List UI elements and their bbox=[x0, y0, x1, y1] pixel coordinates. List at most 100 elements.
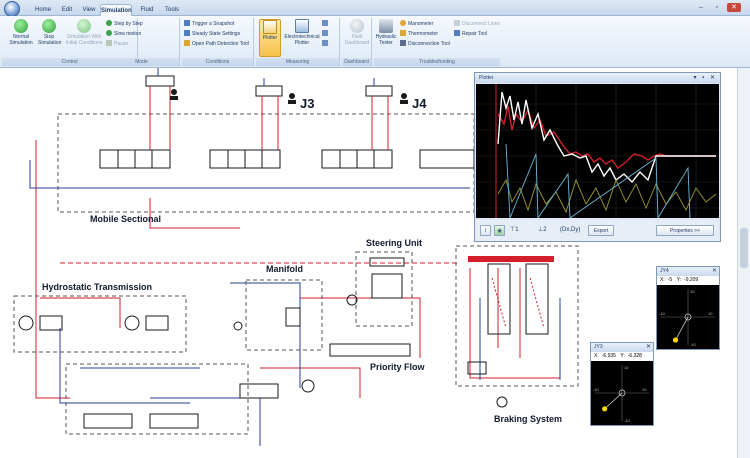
electrotechnical-plotter-button[interactable]: Electrotechnical Plotter bbox=[282, 19, 322, 46]
scrollbar-thumb[interactable] bbox=[740, 228, 748, 268]
repair-tool-button[interactable]: Repair Tool bbox=[454, 30, 487, 38]
dashboard-group: Fluid Dashboard Dashboard bbox=[342, 18, 372, 66]
joystick-jy3-window[interactable]: JY3 ✕ X:-6.935 Y:-6.328 10 -10 -10 10 bbox=[590, 342, 654, 426]
dashboard-group-label: Dashboard bbox=[342, 58, 371, 66]
mobile-sectional-outline bbox=[57, 113, 475, 213]
measuring-group-label: Measuring bbox=[256, 58, 339, 66]
trigger-snapshot-button[interactable]: Trigger a Snapshot bbox=[184, 20, 234, 28]
joystick-jy3-close-icon[interactable]: ✕ bbox=[645, 344, 651, 350]
disconnect-lines-icon bbox=[454, 20, 460, 26]
tab-view[interactable]: View bbox=[82, 7, 96, 13]
marker-1-icon[interactable]: ⊤1 bbox=[510, 227, 519, 233]
valve-section-4 bbox=[419, 149, 475, 169]
troubleshooting-group-label: Troubleshooting bbox=[374, 58, 500, 66]
plotter-window[interactable]: Plotter ▾ ▪ ✕ I ◉ ⊤1 ⊥2 (Dx,Dy) Export P… bbox=[474, 72, 721, 242]
jy3-stem bbox=[604, 392, 623, 410]
troubleshooting-group: Hydraulic Tester Manometer Thermometer D… bbox=[374, 18, 500, 66]
measuring-extra-3[interactable] bbox=[322, 40, 330, 48]
dashboard-icon bbox=[350, 19, 364, 33]
label-j4: J4 bbox=[412, 96, 427, 111]
jy3-tick-left: -10 bbox=[593, 387, 600, 392]
joystick-jy4-y-value: -9.209 bbox=[684, 277, 699, 283]
export-button[interactable]: Export bbox=[588, 225, 614, 236]
label-steering-unit: Steering Unit bbox=[366, 238, 423, 248]
play-icon bbox=[14, 19, 28, 33]
plotter-icon bbox=[263, 20, 277, 34]
slow-motion-button[interactable]: Slow motion bbox=[106, 30, 141, 38]
jy3-knob[interactable] bbox=[602, 406, 608, 412]
properties-button[interactable]: Properties >> bbox=[656, 225, 714, 236]
joystick-jy4-close-icon[interactable]: ✕ bbox=[711, 268, 717, 274]
path-detection-icon bbox=[184, 40, 190, 46]
vertical-scrollbar[interactable] bbox=[737, 68, 750, 458]
pause-icon bbox=[106, 40, 112, 46]
conditions-group-label: Conditions bbox=[182, 58, 253, 66]
hydraulic-tester-button[interactable]: Hydraulic Tester bbox=[375, 19, 397, 46]
initial-conditions-icon bbox=[77, 19, 91, 33]
joystick-jy3-y-value: -6.328 bbox=[627, 353, 642, 359]
probe-icon bbox=[322, 40, 328, 46]
maximize-icon[interactable]: ▫ bbox=[715, 4, 719, 11]
plotter-window-controls[interactable]: ▾ ▪ ✕ bbox=[693, 75, 717, 81]
manometer-button[interactable]: Manometer bbox=[400, 20, 433, 28]
steady-state-settings-button[interactable]: Steady State Settings bbox=[184, 30, 240, 38]
jy3-tick-top: 10 bbox=[624, 365, 629, 370]
jy4-stem bbox=[675, 316, 689, 341]
disconnection-icon bbox=[400, 40, 406, 46]
zoom-tool-icon[interactable]: ◉ bbox=[494, 225, 505, 236]
marker-2-icon[interactable]: ⊥2 bbox=[538, 227, 547, 233]
cursor-tool-icon[interactable]: I bbox=[480, 225, 491, 236]
stop-icon bbox=[42, 19, 56, 33]
joystick-jy3-x-value: -6.935 bbox=[601, 353, 616, 359]
snapshot-icon bbox=[184, 20, 190, 26]
plotter-title: Plotter bbox=[475, 73, 720, 83]
braking-system-outline bbox=[455, 245, 579, 387]
hydraulic-tester-icon bbox=[379, 19, 393, 33]
open-path-detection-button[interactable]: Open Path Detection Tool bbox=[184, 40, 249, 48]
gauge-icon bbox=[322, 20, 328, 26]
disconnection-tool-button[interactable]: Disconnection Tool bbox=[400, 40, 450, 48]
minimize-icon[interactable]: – bbox=[699, 4, 703, 11]
meter-icon bbox=[322, 30, 328, 36]
ribbon: Normal Simulation Stop Simulation Simula… bbox=[0, 16, 750, 68]
jy4-knob[interactable] bbox=[672, 337, 679, 343]
tab-edit[interactable]: Edit bbox=[61, 7, 73, 13]
label-braking-system: Braking System bbox=[494, 414, 563, 424]
joystick-jy3-title: JY3 bbox=[591, 343, 653, 352]
simulation-initial-conditions-button[interactable]: Simulation With Initial Conditions bbox=[64, 19, 104, 46]
steady-state-icon bbox=[184, 30, 190, 36]
pause-button[interactable]: Pause bbox=[106, 40, 128, 48]
tab-fluid[interactable]: Fluid bbox=[140, 7, 154, 13]
plotter-button[interactable]: Plotter bbox=[259, 19, 281, 57]
tab-home[interactable]: Home bbox=[34, 7, 51, 13]
joystick-jy3-pad[interactable]: 10 -10 -10 10 bbox=[591, 361, 653, 425]
mode-group-label: Mode bbox=[104, 58, 179, 66]
jy4-tick-top: 10 bbox=[690, 289, 695, 294]
joystick-jy4-x-value: -5 bbox=[667, 277, 673, 283]
joystick-jy4-pad[interactable]: 10 -10 -10 10 bbox=[657, 285, 719, 349]
close-icon[interactable]: ✕ bbox=[727, 3, 741, 12]
application-menu-button[interactable] bbox=[4, 1, 20, 17]
measuring-extra-2[interactable] bbox=[322, 30, 330, 38]
tab-simulation[interactable]: Simulation bbox=[100, 4, 132, 16]
label-manifold: Manifold bbox=[266, 264, 303, 274]
joystick-jy4-readout: X:-5 Y:-9.209 bbox=[657, 276, 719, 285]
plot-area[interactable] bbox=[476, 84, 719, 220]
thermometer-button[interactable]: Thermometer bbox=[400, 30, 438, 38]
jy4-tick-left: -10 bbox=[659, 311, 666, 316]
dxdy-label: (Dx,Dy) bbox=[560, 227, 581, 233]
manifold-outline bbox=[245, 279, 323, 351]
mode-group: Step by Step Slow motion Pause Mode bbox=[104, 18, 180, 66]
control-group: Normal Simulation Stop Simulation Simula… bbox=[2, 18, 138, 66]
stop-simulation-button[interactable]: Stop Simulation bbox=[38, 19, 61, 46]
normal-simulation-button[interactable]: Normal Simulation bbox=[4, 19, 38, 46]
slow-motion-icon bbox=[106, 30, 112, 36]
fluid-dashboard-button[interactable]: Fluid Dashboard bbox=[344, 19, 370, 46]
plot-traces bbox=[476, 84, 719, 220]
step-by-step-button[interactable]: Step by Step bbox=[106, 20, 143, 28]
disconnect-lines-button[interactable]: Disconnect Lines bbox=[454, 20, 500, 28]
control-group-label: Control bbox=[2, 58, 137, 66]
tab-tools[interactable]: Tools bbox=[164, 7, 179, 13]
measuring-extra-1[interactable] bbox=[322, 20, 330, 28]
joystick-jy4-window[interactable]: JY4 ✕ X:-5 Y:-9.209 10 -10 -10 10 bbox=[656, 266, 720, 350]
